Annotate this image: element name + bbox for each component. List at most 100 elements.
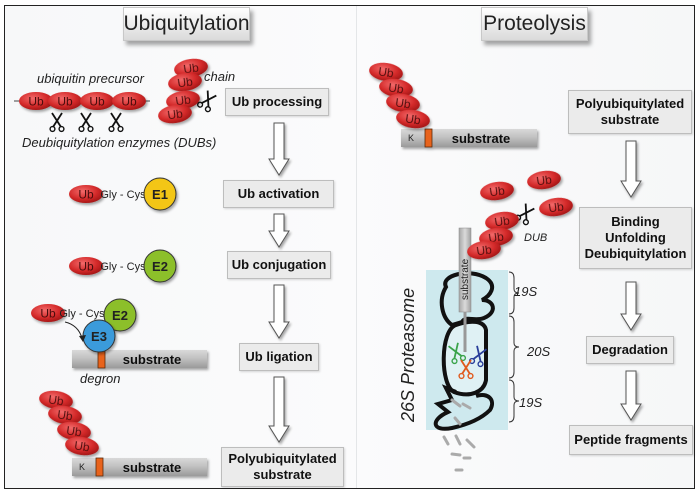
ub-label: Ub xyxy=(377,64,394,80)
e2-enzyme: E2 xyxy=(143,249,177,283)
ub-ellipse xyxy=(112,92,146,110)
scissors-handle xyxy=(459,354,467,362)
scissors-handle xyxy=(78,125,85,133)
ub-molecule: Ub xyxy=(369,62,403,82)
down-arrow-icon xyxy=(620,370,642,421)
e1-enzyme-label: E1 xyxy=(152,187,168,202)
scissors-icon xyxy=(197,90,217,113)
e3-enzyme: E3 xyxy=(82,319,116,353)
degron-marker xyxy=(97,349,106,369)
step-polyubiquitylated-substrate-right: Polyubiquitylated substrate xyxy=(568,90,692,134)
ub-ellipse xyxy=(396,109,430,129)
ub-ellipse xyxy=(369,62,403,82)
peptide-fragment xyxy=(450,398,462,408)
label-19s-top: 19S xyxy=(514,284,538,299)
e1-enzyme-circle xyxy=(143,177,177,211)
down-arrow-icon xyxy=(620,140,642,198)
label-chain: chain xyxy=(204,69,236,84)
ub-ellipse xyxy=(57,421,91,441)
ub-label: Ub xyxy=(394,95,411,111)
ub-molecule: Ub xyxy=(31,304,65,322)
ub-ellipse xyxy=(48,92,82,110)
ub-label: Ub xyxy=(166,106,183,122)
ub-molecule: Ub xyxy=(19,92,53,110)
step-peptide-fragments: Peptide fragments xyxy=(569,425,693,455)
scissors-blade xyxy=(453,342,459,360)
down-arrow-icon xyxy=(268,213,290,248)
scissors-blade xyxy=(472,348,487,360)
ub-molecule: Ub xyxy=(396,109,430,129)
peptide-fragment xyxy=(450,452,462,457)
ub-label: Ub xyxy=(121,95,137,109)
scissors-blade xyxy=(52,112,63,128)
transfer-arrow xyxy=(64,321,83,339)
scissors-icon xyxy=(49,112,65,133)
substrate-label: substrate xyxy=(123,352,182,367)
substrate-rect xyxy=(72,458,207,476)
peptide-fragment xyxy=(454,434,462,446)
ub-label: Ub xyxy=(475,242,492,258)
ub-molecule: Ub xyxy=(80,92,114,110)
step-ub-conjugation: Ub conjugation xyxy=(227,251,331,279)
transfer-arrowhead-icon xyxy=(79,335,86,342)
peptide-fragment xyxy=(442,435,450,446)
ub-label: Ub xyxy=(176,74,193,90)
ub-molecule: Ub xyxy=(168,72,202,92)
ub-ellipse xyxy=(168,72,202,92)
ub-label: Ub xyxy=(535,172,552,188)
lysine-label: K xyxy=(79,462,85,472)
ub-ellipse xyxy=(158,104,192,124)
scissors-handle xyxy=(87,125,94,133)
scissors-handle xyxy=(197,101,204,108)
scissors-blade xyxy=(81,112,92,128)
label-20s: 20S xyxy=(527,344,551,359)
ub-molecule: Ub xyxy=(39,390,73,410)
label-dubs: Deubiquitylation enzymes (DUBs) xyxy=(22,135,217,150)
substrate-label: substrate xyxy=(123,460,182,475)
ub-label: Ub xyxy=(89,95,105,109)
ub-ellipse xyxy=(527,170,561,190)
brace xyxy=(508,315,520,379)
ub-label: Ub xyxy=(56,407,73,423)
lysine-marker xyxy=(424,128,433,148)
scissors-handle xyxy=(451,357,458,365)
ub-molecule: Ub xyxy=(48,405,82,425)
ub-label: Ub xyxy=(78,188,94,202)
peptide-fragment xyxy=(453,416,462,426)
lysine-label: K xyxy=(408,133,414,143)
scissors-handle xyxy=(468,357,476,365)
ub-label: Ub xyxy=(182,60,199,76)
down-arrow-icon xyxy=(268,122,290,176)
ub-ellipse xyxy=(39,390,73,410)
down-arrow-icon xyxy=(268,376,290,443)
e1-enzyme: E1 xyxy=(143,177,177,211)
step-ub-ligation: Ub ligation xyxy=(239,343,319,371)
ub-label: Ub xyxy=(73,438,90,454)
ub-label: Ub xyxy=(47,392,64,408)
ub-molecule: Ub xyxy=(48,92,82,110)
substrate-bar: substrate xyxy=(72,349,207,369)
ub-molecule: Ub xyxy=(527,170,561,190)
scissors-blade xyxy=(461,359,472,375)
substrate-rect xyxy=(72,350,207,368)
label-ubiquitin-precursor: ubiquitin precursor xyxy=(37,71,144,86)
peptide-fragment xyxy=(461,402,472,410)
scissors-handle xyxy=(58,125,65,133)
ub-ellipse xyxy=(69,257,103,275)
step-polyubiquitylated-substrate: Polyubiquitylated substrate xyxy=(221,447,344,487)
gly-cys-label-e1: Gly - Cys xyxy=(100,189,146,201)
ub-label: Ub xyxy=(493,213,510,229)
label-26s-proteasome: 26S Proteasome xyxy=(398,287,418,422)
ub-ellipse xyxy=(31,304,65,322)
scissors-icon xyxy=(458,359,474,380)
ub-label: Ub xyxy=(28,95,44,109)
ub-ellipse xyxy=(166,90,200,110)
label-19s-bottom: 19S xyxy=(519,395,543,410)
ub-ellipse xyxy=(379,78,413,98)
